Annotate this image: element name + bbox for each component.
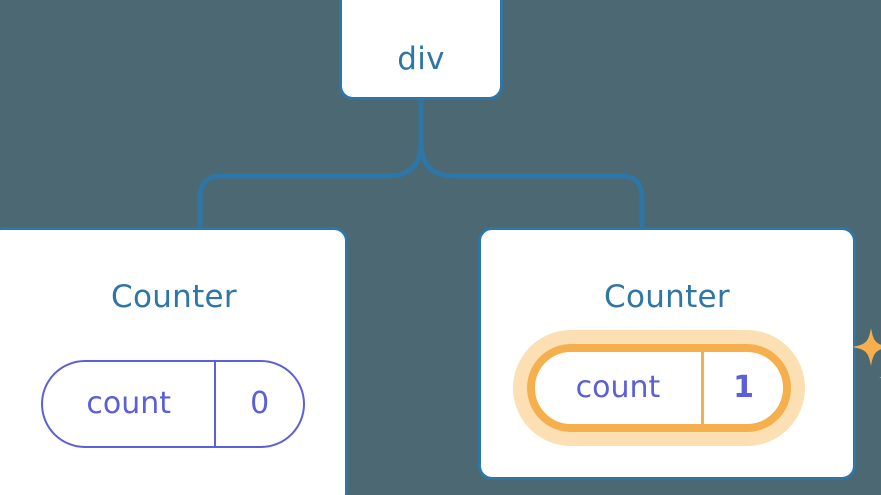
node-root-div[interactable]: div (339, 0, 503, 100)
state-value-label: 0 (214, 362, 303, 446)
component-card-counter-right[interactable]: Counter count 1 (478, 227, 881, 480)
component-title: Counter (111, 279, 237, 315)
sparkle-large-icon (852, 328, 881, 366)
component-title: Counter (604, 279, 730, 315)
connector-branch-right (418, 97, 645, 233)
state-key-label: count (86, 386, 171, 421)
connector-branch-left (197, 97, 424, 233)
state-pill-wrapper: count 1 (513, 328, 881, 446)
state-pill-count-highlighted[interactable]: count 1 (527, 344, 791, 432)
state-pill-wrapper: count 0 (41, 360, 305, 448)
component-card-counter-left[interactable]: Counter count 0 (0, 227, 348, 495)
node-root-label: div (397, 41, 445, 77)
sparkle-group (852, 328, 881, 378)
state-pill-count[interactable]: count 0 (41, 360, 305, 448)
state-value-label: 1 (701, 352, 783, 424)
state-key-label: count (575, 370, 661, 405)
